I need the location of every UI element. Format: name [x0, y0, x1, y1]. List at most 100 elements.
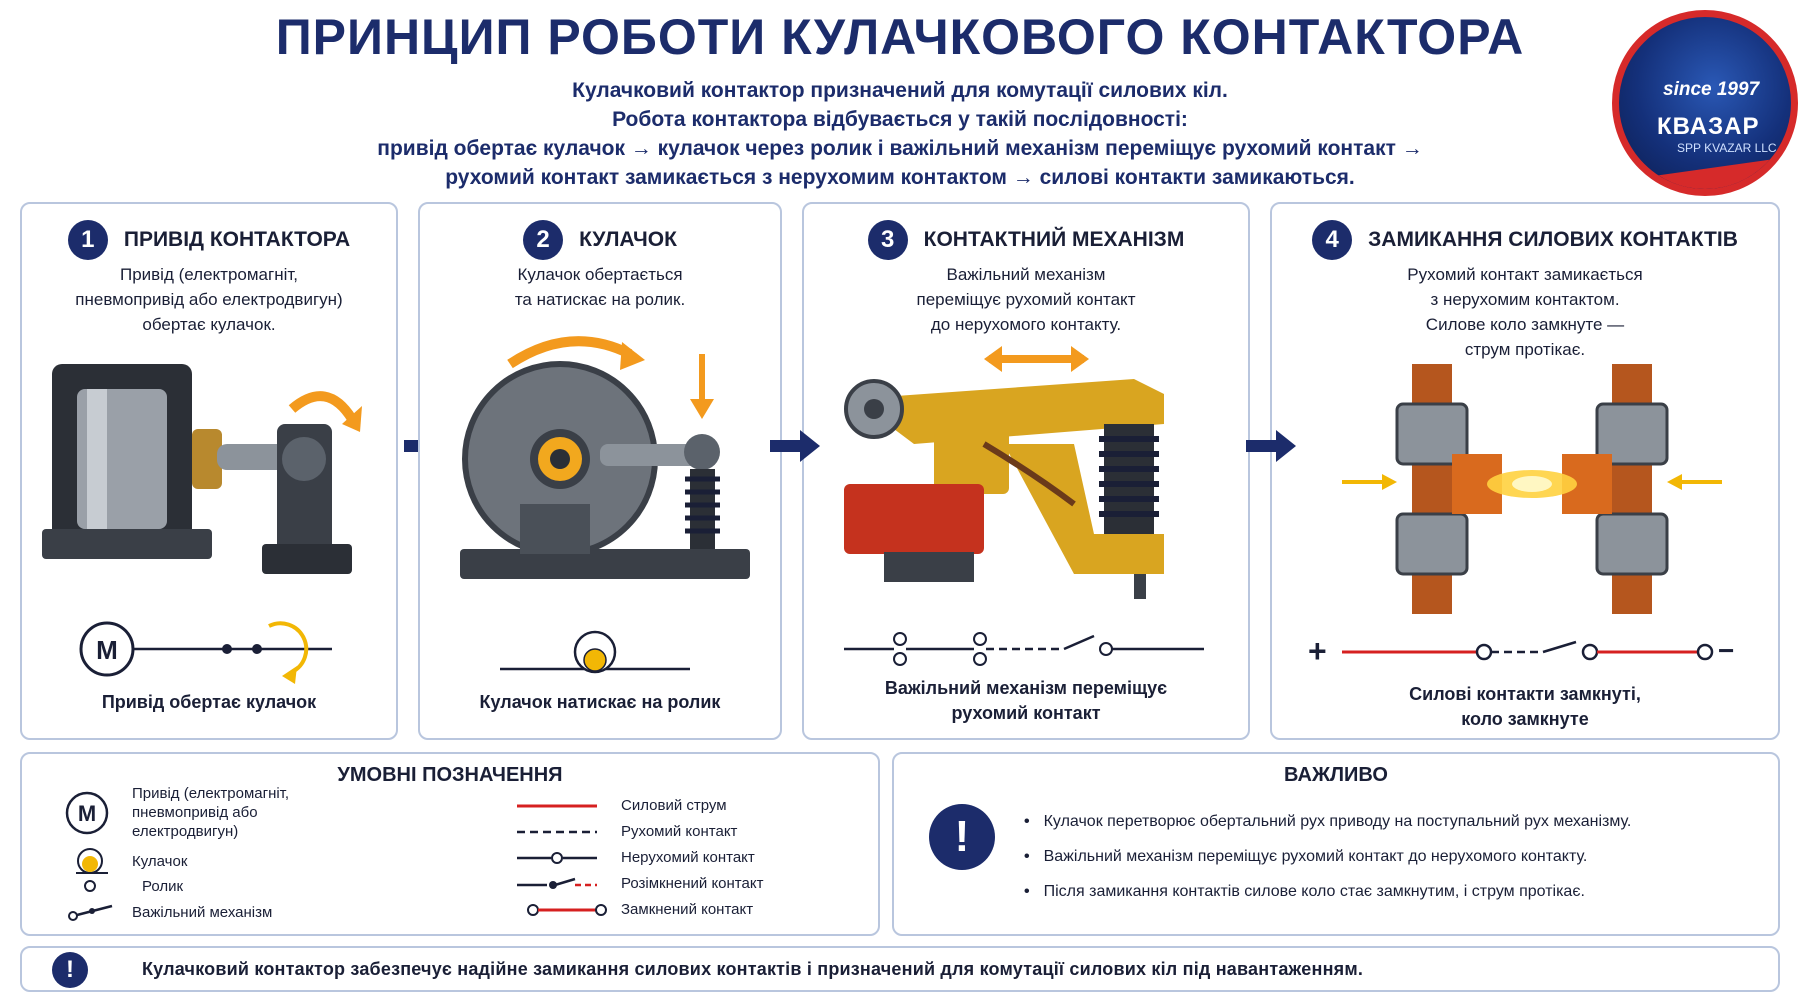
caption-line: Важільний механізм переміщує: [884, 678, 1168, 698]
legend-label: Замкнений контакт: [621, 901, 754, 918]
legend-title: УМОВНІ ПОЗНАЧЕННЯ: [337, 764, 563, 786]
step-number: 2: [523, 220, 564, 260]
desc-line: Важільний механізм: [946, 265, 1106, 284]
fixed-contact-icon: [517, 851, 597, 864]
step-description: Рухомий контакт замикається з нерухомим …: [1282, 262, 1768, 362]
step-title: ЗАМИКАННЯ СИЛОВИХ КОНТАКТІВ: [1368, 228, 1738, 251]
legend-label: Розімкнений контакт: [621, 875, 764, 892]
flow-arrow-icon: [1246, 428, 1298, 464]
desc-line: з нерухомим контактом.: [1430, 290, 1620, 309]
legend-item-lever: Важільний механізм: [67, 900, 272, 924]
desc-line: обертає кулачок.: [142, 315, 276, 334]
caption-line: коло замкнуте: [1461, 709, 1589, 729]
desc-line: струм протікає.: [1464, 340, 1586, 359]
logo-brand: КВАЗАР: [1657, 113, 1760, 140]
intro-line: рухомий контакт замикається з нерухомим …: [445, 166, 1355, 189]
motor-icon-label: M: [78, 801, 96, 826]
important-bullet: Після замикання контактів силове коло ст…: [1024, 874, 1631, 909]
closed-contact-icon: [527, 903, 607, 916]
footer-text: Кулачковий контактор забезпечує надійне …: [142, 958, 1364, 979]
page-title: ПРИНЦИП РОБОТИ КУЛАЧКОВОГО КОНТАКТОРА: [275, 9, 1525, 65]
desc-line: до нерухомого контакту.: [930, 315, 1122, 334]
desc-line: та натискає на ролик.: [514, 290, 686, 309]
step-caption: Важільний механізм переміщує рухомий кон…: [814, 676, 1238, 726]
intro-line: Робота контактора відбувається у такій п…: [612, 108, 1188, 131]
legend-panel: УМОВНІ ПОЗНАЧЕННЯ M Привід (електромагні…: [20, 752, 880, 936]
cam-roller-symbol: [500, 630, 690, 674]
step-caption: Кулачок натискає на ролик: [430, 690, 770, 715]
important-bullets: Кулачок перетворює обертальний рух приво…: [1024, 804, 1632, 909]
legend-label: Привід (електромагніт, пневмопривід або …: [132, 784, 289, 841]
intro-line: привід обертає кулачок → кулачок через р…: [377, 137, 1423, 160]
legend-item-cam: Кулачок: [72, 846, 187, 876]
plus-sign: +: [1308, 633, 1327, 669]
desc-line: пневмопривід або електродвигун): [75, 290, 343, 309]
power-line-icon: [517, 804, 597, 807]
important-panel: ВАЖЛИВО ! Кулачок перетворює обертальний…: [892, 752, 1780, 936]
important-title: ВАЖЛИВО: [1284, 764, 1388, 786]
closed-circuit-symbol: + −: [1308, 633, 1734, 669]
legend-label: Нерухомий контакт: [621, 849, 755, 866]
logo-since: since 1997: [1663, 79, 1760, 100]
dashed-line-icon: [517, 830, 597, 833]
caption-line: Привід обертає кулачок: [101, 692, 317, 712]
footer-panel: ! Кулачковий контактор забезпечує надійн…: [20, 946, 1780, 992]
step-description: Кулачок обертається та натискає на ролик…: [430, 262, 770, 312]
motor-symbol: M: [79, 621, 332, 684]
lever-icon: [68, 904, 113, 921]
step-description: Привід (електромагніт, пневмопривід або …: [32, 262, 386, 337]
legend-label: Ролик: [142, 877, 184, 895]
legend-item-roller: Ролик: [82, 874, 183, 898]
power-contacts-illustration: [1342, 364, 1722, 614]
step-number: 4: [1312, 220, 1353, 260]
step-title: ПРИВІД КОНТАКТОРА: [123, 228, 351, 251]
desc-line: Кулачок обертається: [517, 265, 683, 284]
step-header: 2 КУЛАЧОК: [420, 220, 780, 260]
step-number: 1: [67, 220, 108, 260]
legend-label: Важільний механізм: [132, 903, 273, 921]
step-title: КОНТАКТНИЙ МЕХАНІЗМ: [923, 228, 1185, 251]
lever-mechanism-illustration: [844, 346, 1164, 599]
desc-line: Силове коло замкнуте —: [1425, 315, 1625, 334]
step-description: Важільний механізм переміщує рухомий кон…: [814, 262, 1238, 337]
desc-line: Привід (електромагніт,: [119, 265, 298, 284]
important-bullet: Важільний механізм переміщує рухомий кон…: [1024, 839, 1631, 874]
open-contact-icon: [517, 877, 597, 889]
desc-line: Рухомий контакт замикається: [1407, 265, 1643, 284]
step-number: 3: [867, 220, 908, 260]
roller-icon: [84, 880, 96, 892]
cam-illustration: [460, 336, 750, 579]
step-title: КУЛАЧОК: [579, 228, 677, 251]
step-panel-2: 2 КУЛАЧОК Кулачок обертається та натиска…: [418, 202, 782, 740]
legend-item-fixed-contact: Нерухомий контакт: [517, 848, 755, 867]
minus-sign: −: [1718, 635, 1734, 666]
important-bullet: Кулачок перетворює обертальний рух приво…: [1024, 804, 1632, 839]
legend-label: Рухомий контакт: [621, 823, 738, 840]
drive-motor-illustration: [42, 364, 362, 574]
cam-icon: [76, 848, 108, 874]
step-panel-1: 1 ПРИВІД КОНТАКТОРА Привід (електромагні…: [20, 202, 398, 740]
caption-line: Силові контакти замкнуті,: [1409, 684, 1641, 704]
legend-item-power-current: Силовий струм: [517, 796, 727, 815]
lever-contact-symbol: [844, 632, 1204, 666]
intro-text: Кулачковий контактор призначений для ком…: [0, 76, 1800, 192]
step-header: 4 ЗАМИКАННЯ СИЛОВИХ КОНТАКТІВ: [1272, 220, 1778, 260]
legend-item-moving-contact: Рухомий контакт: [517, 822, 737, 841]
step-panel-3: 3 КОНТАКТНИЙ МЕХАНІЗМ Важільний механізм…: [802, 202, 1250, 740]
step-header: 3 КОНТАКТНИЙ МЕХАНІЗМ: [804, 220, 1248, 260]
legend-label: Силовий струм: [621, 797, 727, 814]
legend-item-open-contact: Розімкнений контакт: [517, 874, 763, 893]
legend-label-line: пневмопривід або: [132, 804, 258, 821]
legend-label-line: електродвигун): [132, 823, 239, 840]
legend-item-closed-contact: Замкнений контакт: [527, 900, 753, 919]
desc-line: переміщує рухомий контакт: [916, 290, 1136, 309]
legend-label: Кулачок: [132, 852, 188, 870]
exclamation-icon: !: [929, 804, 995, 870]
step-panel-4: 4 ЗАМИКАННЯ СИЛОВИХ КОНТАКТІВ Рухомий ко…: [1270, 202, 1780, 740]
caption-line: Кулачок натискає на ролик: [479, 692, 721, 712]
intro-line: Кулачковий контактор призначений для ком…: [572, 79, 1228, 102]
company-logo: since 1997 КВАЗАР SPP KVAZAR LLC: [1612, 10, 1798, 196]
legend-item-drive: M Привід (електромагніт, пневмопривід аб…: [62, 784, 289, 841]
logo-sub: SPP KVAZAR LLC: [1677, 141, 1777, 155]
step-caption: Привід обертає кулачок: [32, 690, 386, 715]
